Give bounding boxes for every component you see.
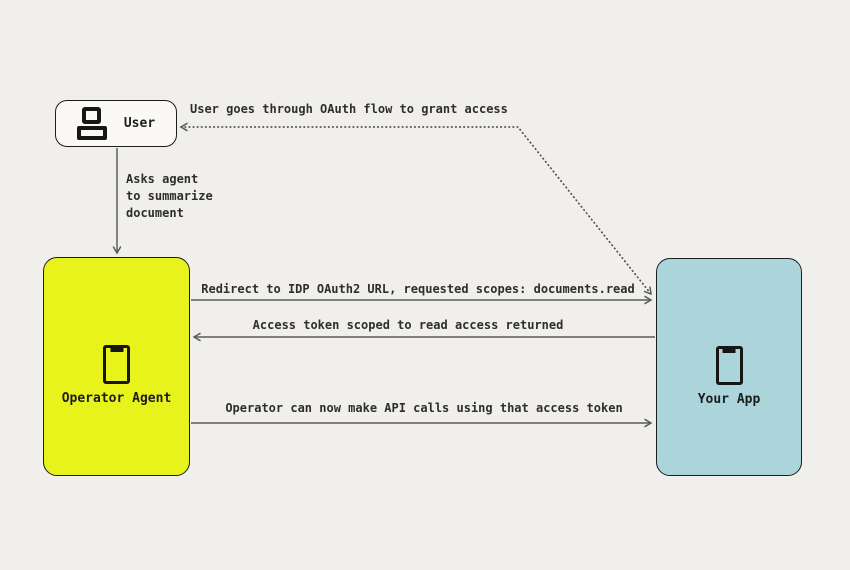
phone-icon	[103, 345, 130, 384]
edge-label-oauth-flow: User goes through OAuth flow to grant ac…	[190, 102, 508, 116]
edge-label-access-token: Access token scoped to read access retur…	[252, 318, 564, 332]
node-user: User	[55, 100, 177, 147]
node-your-app: Your App	[656, 258, 802, 476]
node-your-app-label: Your App	[697, 391, 761, 407]
edge-label-asks-agent-line1: Asks agent	[126, 172, 199, 186]
node-operator-agent-label: Operator Agent	[61, 391, 172, 406]
edge-label-redirect: Redirect to IDP OAuth2 URL, requested sc…	[201, 282, 635, 296]
edge-label-api-calls: Operator can now make API calls using th…	[225, 401, 623, 415]
edge-label-asks-agent: Asks agent to summarize document	[126, 171, 213, 222]
edge-label-asks-agent-line3: document	[126, 206, 184, 220]
phone-icon	[715, 345, 743, 385]
node-operator-agent: Operator Agent	[43, 257, 190, 476]
node-user-label: User	[123, 116, 156, 131]
user-icon	[76, 107, 107, 140]
edge-oauth-flow	[179, 122, 652, 296]
edge-label-asks-agent-line2: to summarize	[126, 189, 213, 203]
